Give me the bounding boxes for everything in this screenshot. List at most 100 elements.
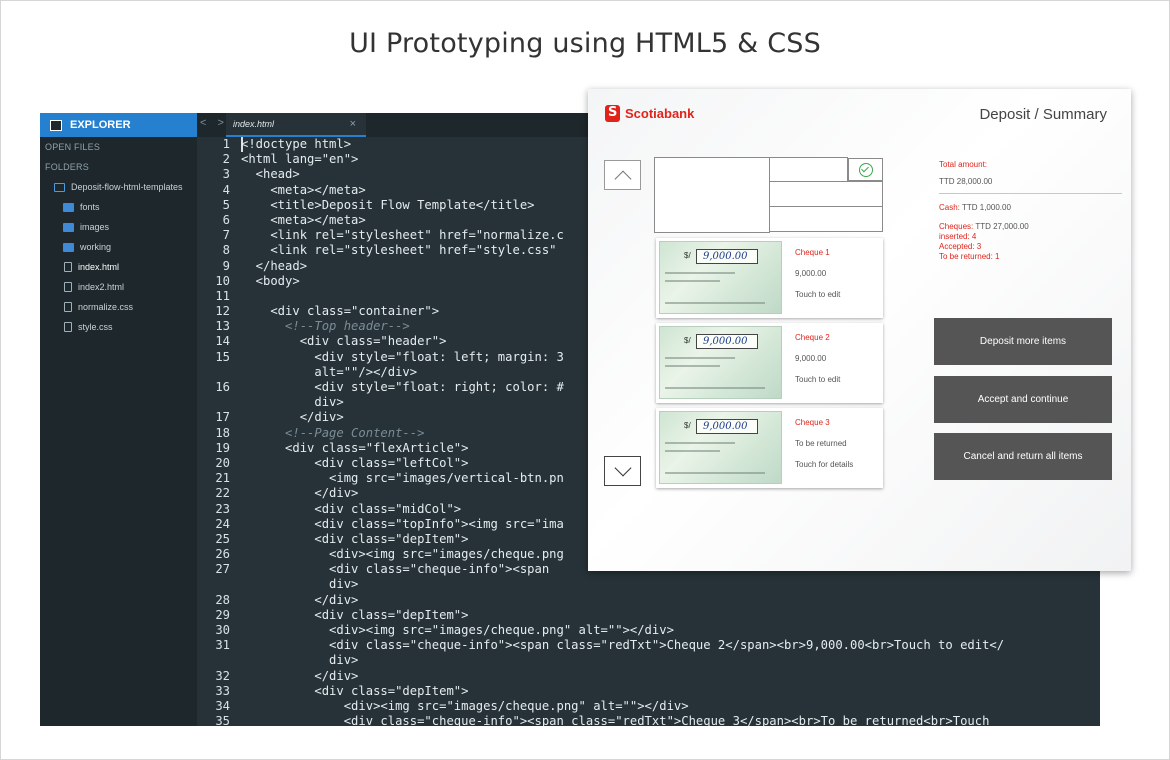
line-number: 26 <box>215 547 230 562</box>
top-info-cell <box>769 181 883 207</box>
code-area[interactable]: <!doctype html><html lang="en"> <head> <… <box>241 137 1100 726</box>
deposit-summary-window: Scotiabank Deposit / Summary $/ 9,000.00… <box>588 89 1131 571</box>
cheques-inserted: inserted: 4 <box>939 232 977 241</box>
code-line: <div><img src="images/cheque.png" alt=""… <box>241 698 689 713</box>
cheque-info: Cheque 2 9,000.00 Touch to edit <box>795 333 840 384</box>
cheque-currency: $/ <box>684 251 691 260</box>
code-line: <div class="cheque-info"><span class="re… <box>241 638 1005 653</box>
page-title: UI Prototyping using HTML5 & CSS <box>349 28 821 59</box>
cheque-name: Cheque 3 <box>795 418 830 427</box>
line-number: 6 <box>222 212 230 227</box>
deposit-more-button[interactable]: Deposit more items <box>934 318 1112 365</box>
line-number: 31 <box>215 638 230 653</box>
cash-row: Cash: TTD 1,000.00 <box>939 203 1122 212</box>
tab-index-html[interactable]: index.html × <box>226 113 366 137</box>
code-line: <meta></meta> <box>241 212 366 227</box>
code-line: <div style="float: right; color: # <box>241 380 564 394</box>
line-number: 32 <box>215 668 230 683</box>
cheque-amount-box: 9,000.00 <box>696 419 758 434</box>
code-line: <html lang="en"> <box>241 152 359 167</box>
cheque-action: Touch to edit <box>795 290 841 299</box>
folder-icon <box>63 242 74 252</box>
code-line: </div> <box>241 410 344 425</box>
chevron-down-icon <box>614 459 631 477</box>
folders-header[interactable]: FOLDERS <box>45 162 89 172</box>
deposit-item-cheque-1[interactable]: $/ 9,000.00 Cheque 1 9,000.00 Touch to e… <box>656 238 883 318</box>
close-icon[interactable]: × <box>349 118 356 130</box>
tree-item-normalize-css[interactable]: normalize.css <box>40 297 197 317</box>
line-number: 30 <box>215 623 230 637</box>
scroll-down-button[interactable] <box>604 456 641 486</box>
line-number: 20 <box>215 455 230 470</box>
cheque-line <box>665 302 765 304</box>
file-icon <box>64 322 72 332</box>
cheque-info: Cheque 1 9,000.00 Touch to edit <box>795 248 840 299</box>
top-info-cell <box>769 157 848 182</box>
accept-continue-button[interactable]: Accept and continue <box>934 376 1112 423</box>
code-line: <div class="depItem"> <box>241 531 469 546</box>
line-number: 34 <box>215 698 230 713</box>
tree-item-label: normalize.css <box>78 302 134 312</box>
tab-history-arrows[interactable]: < > <box>200 117 228 129</box>
top-info-image-box <box>654 157 770 233</box>
deposit-summary: Total amount: TTD 28,000.00 Cash: TTD 1,… <box>939 160 1122 262</box>
brand-name: Scotiabank <box>625 106 695 121</box>
explorer-header[interactable]: EXPLORER <box>40 113 197 137</box>
cheque-currency: $/ <box>684 421 691 430</box>
cheque-name: Cheque 1 <box>795 248 830 257</box>
line-number: 29 <box>215 607 230 622</box>
line-number: 17 <box>215 410 230 425</box>
code-line: <div class="cheque-info"><span class="re… <box>241 714 990 726</box>
code-line: </div> <box>241 592 359 607</box>
cheque-image: $/ 9,000.00 <box>659 411 782 484</box>
deposit-item-cheque-2[interactable]: $/ 9,000.00 Cheque 2 9,000.00 Touch to e… <box>656 323 883 403</box>
scroll-up-button[interactable] <box>604 160 641 190</box>
tree-item-style-css[interactable]: style.css <box>40 317 197 337</box>
cheque-line <box>665 387 765 389</box>
line-number: 33 <box>215 683 230 698</box>
line-number: 3 <box>222 167 230 182</box>
file-icon <box>64 302 72 312</box>
tree-item-index2-html[interactable]: index2.html <box>40 277 197 297</box>
line-number: 23 <box>215 501 230 516</box>
cheque-status: 9,000.00 <box>795 269 827 278</box>
explorer-icon <box>50 119 62 131</box>
line-number: 18 <box>215 425 230 440</box>
code-line: div> <box>241 395 344 410</box>
total-amount-label: Total amount: <box>939 160 988 169</box>
open-files-header[interactable]: OPEN FILES <box>45 142 101 152</box>
check-circle-icon <box>858 162 873 177</box>
code-line: <head> <box>241 167 300 182</box>
line-number <box>197 395 230 410</box>
line-number: 7 <box>222 228 230 243</box>
folder-icon <box>63 222 74 232</box>
line-number: 19 <box>215 440 230 455</box>
cancel-return-button[interactable]: Cancel and return all items <box>934 433 1112 480</box>
project-folder[interactable]: Deposit-flow-html-templates <box>40 177 197 197</box>
code-line: </div> <box>241 486 359 501</box>
code-line: </head> <box>241 258 308 273</box>
cheque-action: Touch for details <box>795 460 854 469</box>
code-line: div> <box>241 653 359 668</box>
cheque-line <box>665 280 720 282</box>
tree-item-label: images <box>80 222 110 232</box>
line-number: 15 <box>215 349 230 364</box>
tree-item-fonts[interactable]: fonts <box>40 197 197 217</box>
tree-item-images[interactable]: images <box>40 217 197 237</box>
tree-item-label: working <box>80 242 112 252</box>
line-number <box>197 365 230 380</box>
code-line: <div class="leftCol"> <box>241 455 469 470</box>
scotiabank-logo: Scotiabank <box>605 105 694 122</box>
cheque-line <box>665 272 735 274</box>
tree-item-working[interactable]: working <box>40 237 197 257</box>
code-line: <!--Page Content--> <box>241 425 425 440</box>
line-number: 35 <box>215 714 230 726</box>
tree-item-index-html[interactable]: index.html <box>40 257 197 277</box>
top-info-panel <box>654 157 885 233</box>
line-number: 14 <box>215 334 230 349</box>
deposit-item-cheque-3[interactable]: $/ 9,000.00 Cheque 3 To be returned Touc… <box>656 408 883 488</box>
folder-icon <box>63 202 74 212</box>
code-line: alt=""/></div> <box>241 364 418 379</box>
cheque-currency: $/ <box>684 336 691 345</box>
